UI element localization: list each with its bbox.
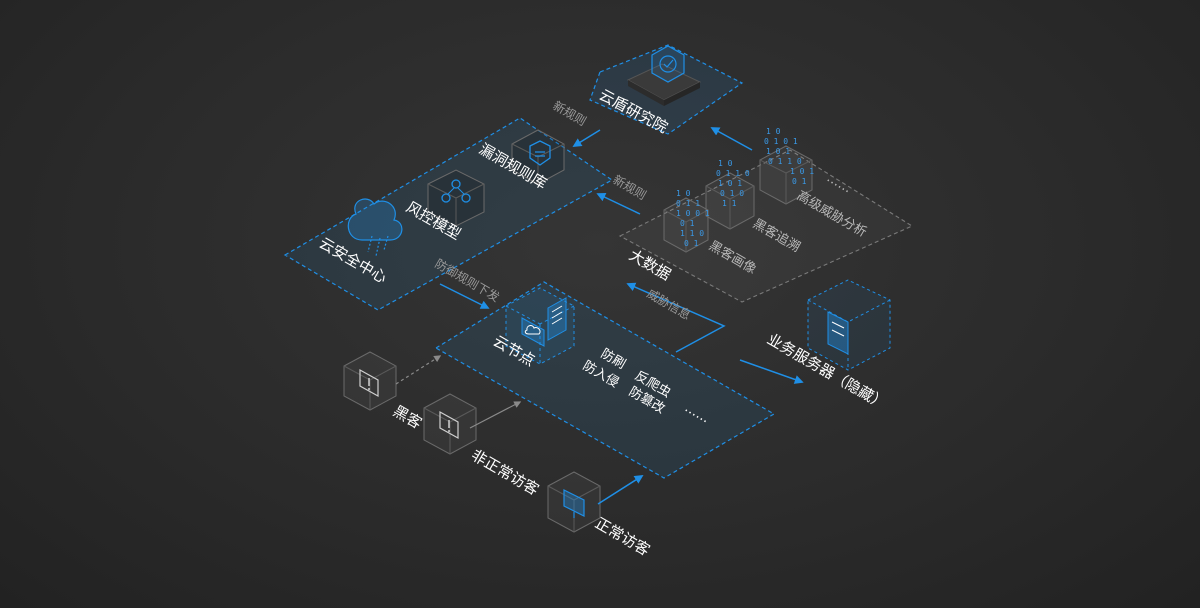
cloud-rain-icon	[347, 198, 403, 257]
svg-text:0 1: 0 1	[684, 239, 699, 248]
cloud-node-box	[505, 287, 575, 365]
security-center-platform: 云安全中心 风控模型 漏洞规则库	[283, 117, 614, 311]
cloud-server-icon	[521, 297, 567, 347]
threat-info-label: 威胁信息	[645, 286, 694, 323]
hacker-trace-cube	[705, 172, 755, 230]
research-institute-node: 云盾研究院	[589, 44, 744, 137]
big-data-platform: 1 0 0 1 1 1 0 0 1 0 1 1 1 0 0 1 1 0 0 1 …	[618, 127, 914, 303]
svg-text:1 1 0: 1 1 0	[680, 229, 704, 238]
svg-text:1 0: 1 0	[766, 127, 781, 136]
hacker-profile-cube	[663, 197, 709, 253]
risk-model-module	[427, 169, 485, 227]
new-rule-top-label: 新规则	[551, 98, 590, 129]
svg-text:0 1 1 0: 0 1 1 0	[716, 169, 750, 178]
svg-text:0 1: 0 1	[792, 177, 807, 186]
network-nodes-icon	[441, 179, 471, 203]
svg-text:0 1 0: 0 1 0	[720, 189, 744, 198]
monitor-icon	[563, 489, 585, 518]
svg-text:1 0 1: 1 0 1	[790, 167, 814, 176]
svg-text:1 0 1: 1 0 1	[766, 147, 790, 156]
normal-visitor-terminal: 正常访客	[547, 471, 653, 560]
shield-icon	[651, 45, 685, 83]
node-to-server-arrow	[739, 359, 804, 384]
svg-text:0 1 1: 0 1 1	[676, 199, 700, 208]
svg-text:0 1: 0 1	[680, 219, 695, 228]
warning-monitor-icon	[359, 368, 379, 398]
new-rule-arrow-top: 新规则	[551, 98, 601, 147]
abnormal-visitor-terminal: 非正常访客	[423, 393, 542, 499]
defense-rules-arrow: 防御规则下发	[433, 256, 502, 309]
vuln-rules-module	[511, 129, 565, 185]
hacker-label: 黑客	[390, 402, 425, 433]
threat-analysis-cube	[759, 145, 813, 205]
binary-data-streams: 1 0 0 1 1 1 0 0 1 0 1 1 1 0 0 1 1 0 0 1 …	[676, 127, 814, 248]
shield-rule-icon	[529, 140, 551, 166]
svg-text:0 1 0 1: 0 1 0 1	[764, 137, 798, 146]
big-data-to-research-arrow	[710, 127, 753, 151]
svg-text:1 0 1: 1 0 1	[718, 179, 742, 188]
svg-text:1 1: 1 1	[722, 199, 737, 208]
abnormal-visitor-label: 非正常访客	[468, 446, 542, 499]
new-rule-mid-label: 新规则	[611, 172, 650, 203]
server-rack-icon	[827, 311, 849, 355]
svg-text:1 0 0 1: 1 0 0 1	[676, 209, 710, 218]
normal-visitor-label: 正常访客	[592, 514, 653, 560]
svg-text:0 1 1 0: 0 1 1 0	[768, 157, 802, 166]
svg-text:1 0: 1 0	[676, 189, 691, 198]
cloud-node-platform: 云节点 防刷 反爬虫 防入侵 防篡改 ……	[434, 281, 776, 479]
svg-text:1 0: 1 0	[718, 159, 733, 168]
business-server: 业务服务器（隐藏）	[764, 279, 891, 413]
warning-monitor-icon	[439, 410, 459, 440]
